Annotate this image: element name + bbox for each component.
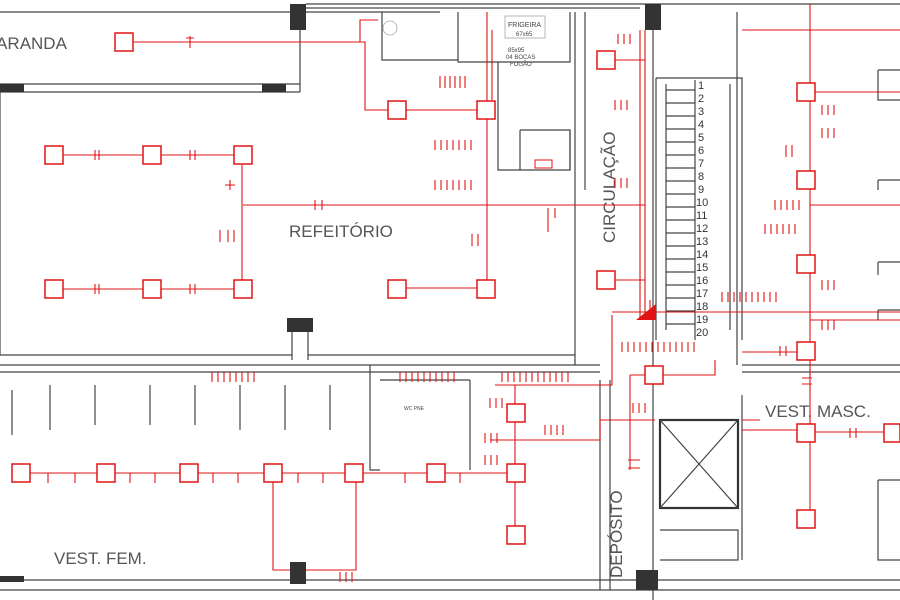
junction-box [44,145,64,165]
junction-box [387,100,407,120]
junction-box [96,463,116,483]
room-label-vest-masc: VEST. MASC. [765,402,871,421]
junction-box [883,423,900,443]
stair-number: 4 [698,119,704,131]
room-labels: VARANDA REFEITÓRIO CIRCULAÇÃO VEST. MASC… [0,34,871,578]
stair-number: 10 [696,197,708,209]
junction-box [796,423,816,443]
stair-number: 17 [696,288,708,300]
stair-number: 7 [698,158,704,170]
stove-dims: 85x95 [508,48,525,54]
junction-box [426,463,446,483]
stair-number: 18 [696,301,708,313]
stair-number: 20 [696,327,708,339]
freezer-dims: 67x65 [516,32,533,38]
junction-box [387,279,407,299]
junction-box [114,32,134,52]
junction-box [796,82,816,102]
junction-box [11,463,31,483]
junction-box [506,463,526,483]
room-label-deposito: DEPÓSITO [607,490,626,578]
stair-number: 1 [698,80,704,92]
junction-box [476,279,496,299]
stair-number: 14 [696,249,708,261]
junction-boxes [11,32,900,545]
room-label-circulacao: CIRCULAÇÃO [600,132,619,243]
stair-number: 19 [696,314,708,326]
junction-box [233,145,253,165]
stair-number: 11 [696,210,707,222]
stair-numbers: 1 2 3 4 5 6 7 8 9 10 11 12 13 14 15 16 1… [696,80,708,339]
junction-box [476,100,496,120]
stair-number: 9 [698,184,704,196]
stair-number: 2 [698,93,704,105]
junction-box [263,463,283,483]
room-label-vest-fem: VEST. FEM. [54,549,147,568]
stair-number: 6 [698,145,704,157]
junction-box [142,145,162,165]
junction-box [233,279,253,299]
room-label-wc-pne: WC PNE [404,406,425,412]
junction-box [596,270,616,290]
stair-treads [666,89,695,325]
stove-burners: 04 BOCAS [506,55,535,61]
junction-box [796,254,816,274]
junction-box [596,50,616,70]
stove-label: FOGÃO [510,61,532,68]
room-label-varanda: VARANDA [0,34,68,53]
junction-box [796,509,816,529]
junction-box [344,463,364,483]
stair-number: 13 [696,236,708,248]
kitchen-marker [534,159,553,169]
freezer-label: FRIGEIRA [508,22,541,29]
junction-box [142,279,162,299]
junction-box [506,403,526,423]
stair-number: 15 [696,262,708,274]
room-label-refeitorio: REFEITÓRIO [289,222,393,241]
walls [0,3,900,600]
outlet-symbols [47,34,857,582]
junction-box [506,525,526,545]
stair-number: 3 [698,106,704,118]
junction-box [644,365,664,385]
stair-number: 5 [698,132,704,144]
junction-box [796,170,816,190]
stair-number: 8 [698,171,704,183]
junction-box [796,341,816,361]
stair-number: 16 [696,275,708,287]
panel-marker [636,304,656,320]
stair-number: 12 [696,223,708,235]
kitchen-notes: FRIGEIRA 67x65 85x95 04 BOCAS FOGÃO [382,15,546,68]
junction-box [179,463,199,483]
junction-box [44,279,64,299]
